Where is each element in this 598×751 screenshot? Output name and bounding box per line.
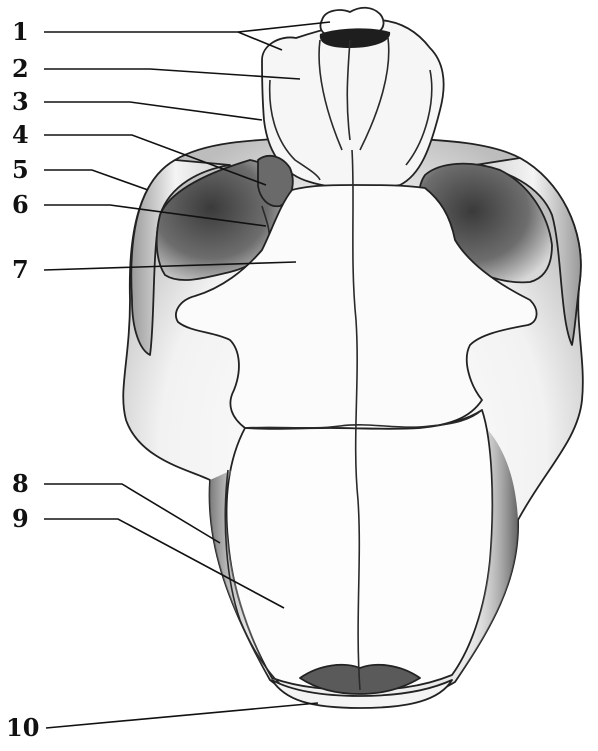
label-3: 3: [12, 87, 29, 116]
label-5: 5: [12, 155, 29, 184]
leader-3: [44, 102, 262, 120]
leader-10: [46, 703, 318, 728]
label-9: 9: [12, 504, 29, 533]
leader-1b: [238, 32, 282, 50]
label-7: 7: [12, 255, 29, 284]
label-1: 1: [12, 17, 29, 46]
leader-5: [44, 170, 148, 190]
label-8: 8: [12, 469, 29, 498]
label-2: 2: [12, 54, 29, 83]
leader-8: [44, 484, 220, 543]
leader-7: [44, 262, 296, 270]
leader-6: [44, 205, 266, 226]
label-6: 6: [12, 190, 29, 219]
leader-2: [44, 69, 300, 79]
leader-9: [44, 519, 284, 608]
label-4: 4: [12, 120, 29, 149]
leader-1c: [238, 22, 330, 32]
label-10: 10: [6, 713, 39, 742]
leader-4: [44, 135, 266, 185]
